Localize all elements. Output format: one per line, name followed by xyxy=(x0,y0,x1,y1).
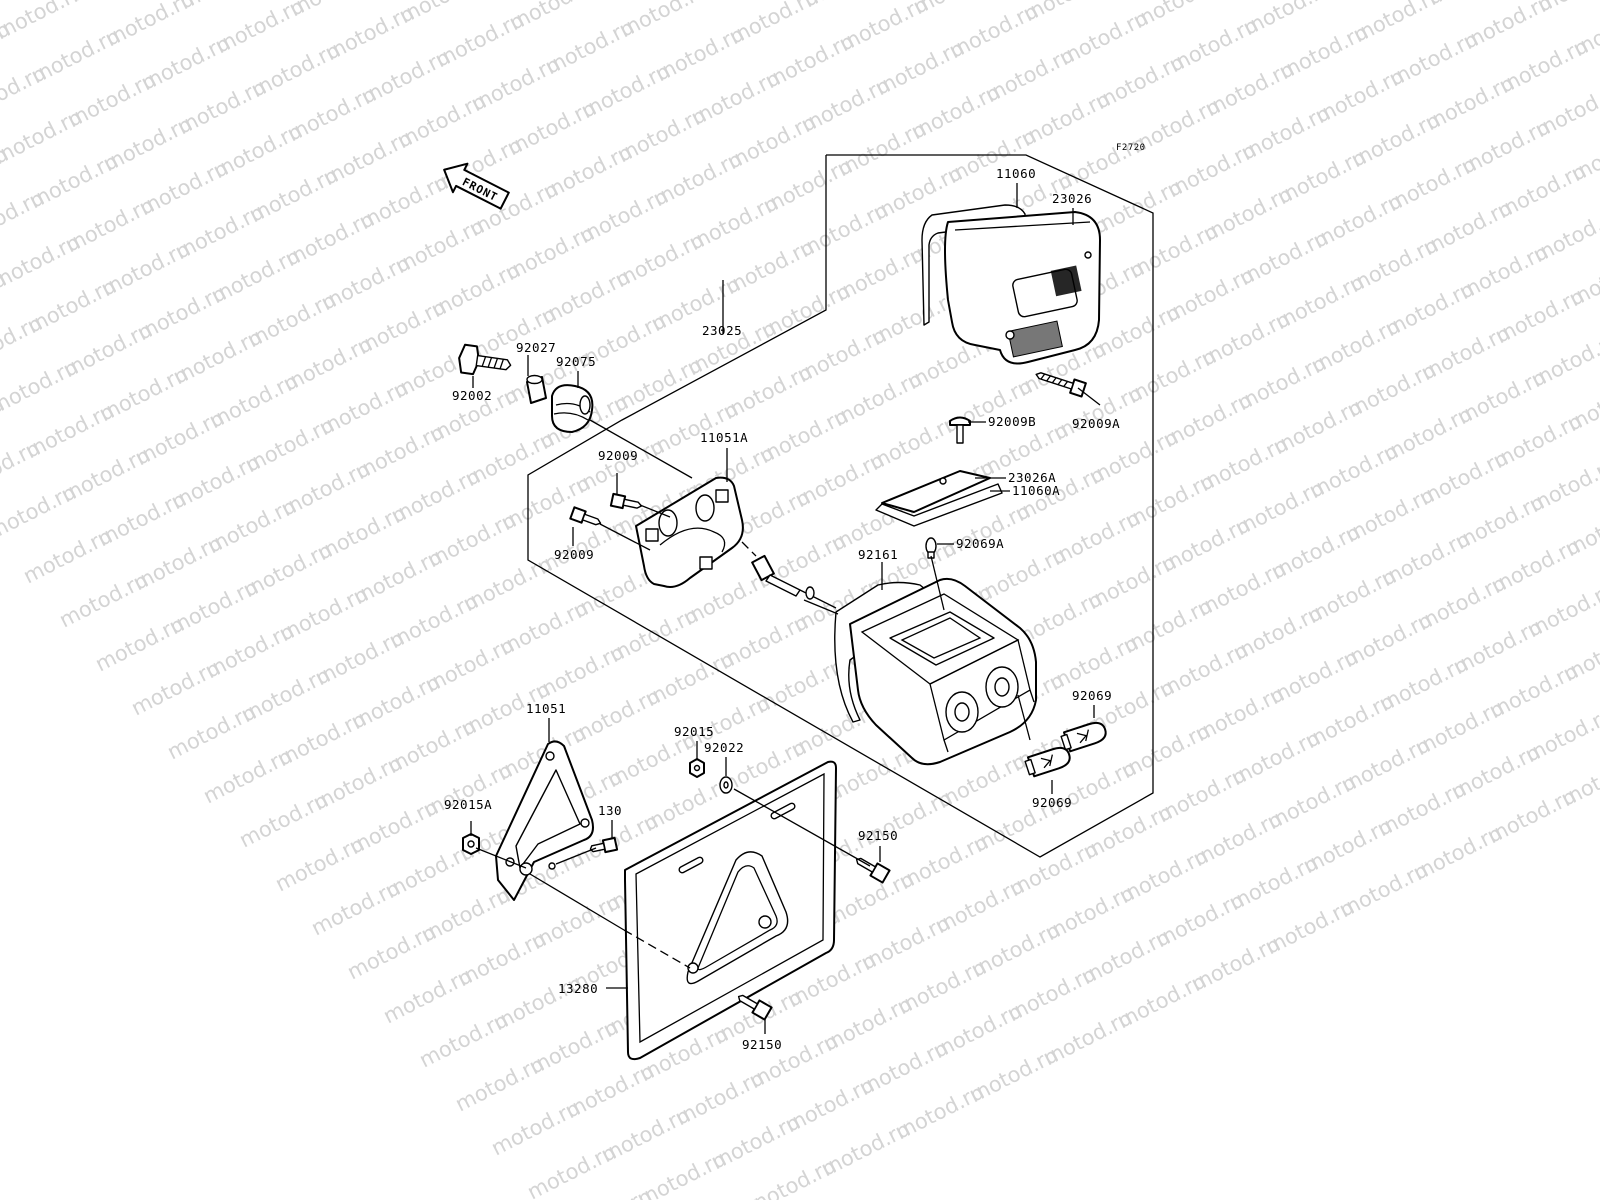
label-23026A: 23026A xyxy=(1008,470,1056,485)
label-92009-bottom: 92009 xyxy=(554,547,594,562)
label-92015A: 92015A xyxy=(444,797,492,812)
watermark-text: motod.ru xyxy=(1561,496,1600,561)
label-92069-right: 92069 xyxy=(1072,688,1112,703)
watermark-text: motod.ru xyxy=(1129,0,1226,33)
screw-92009-bottom xyxy=(569,506,602,526)
tail-lamp-housing-92161 xyxy=(834,577,1037,766)
watermark-text: motod.ru xyxy=(175,0,272,14)
label-92161: 92161 xyxy=(858,547,898,562)
watermark-text: motod.ru xyxy=(1525,452,1600,517)
watermark-text: motod.ru xyxy=(1527,327,1600,392)
bolt-92150-right xyxy=(855,857,891,884)
screw-92009B xyxy=(949,416,971,444)
lens-cover-23026 xyxy=(921,204,1101,365)
bolt-130 xyxy=(589,836,619,854)
washer-92022 xyxy=(719,776,733,794)
bolt-92150-bottom xyxy=(737,994,773,1021)
label-92002: 92002 xyxy=(452,388,492,403)
watermark-text: motod.ru xyxy=(1557,746,1600,811)
label-23025: 23025 xyxy=(702,323,742,338)
label-92075: 92075 xyxy=(556,354,596,369)
bulb-92069-right xyxy=(1060,721,1107,753)
watermark-text: motod.ru xyxy=(505,0,602,35)
label-13280: 13280 xyxy=(558,981,598,996)
watermark-text: motod.ru xyxy=(615,0,712,42)
assembly-outline-tail-lamp xyxy=(527,154,1154,858)
bracket-11051 xyxy=(495,740,594,901)
label-92009A: 92009A xyxy=(1072,416,1120,431)
bracket-11051A xyxy=(635,476,744,588)
nut-92015A xyxy=(462,833,480,855)
watermark-text: motod.ru xyxy=(1563,371,1600,436)
label-92009-top: 92009 xyxy=(598,448,638,463)
label-23026: 23026 xyxy=(1052,191,1092,206)
watermark-text: motod.ru xyxy=(1523,577,1600,642)
watermark-text: motod.ru xyxy=(1531,77,1600,142)
bulb-92069-bottom xyxy=(1024,746,1071,778)
part-labels: 11060 23026 23025 92027 92075 92002 9200… xyxy=(444,166,1120,1052)
label-92027: 92027 xyxy=(516,340,556,355)
watermark-text: motod.ru xyxy=(1521,702,1600,767)
nut-92015 xyxy=(689,758,705,778)
label-11051A: 11051A xyxy=(700,430,748,445)
watermark-text: motod.ru xyxy=(1565,246,1600,311)
watermark-text: motod.ru xyxy=(1239,0,1336,40)
watermark-text: motod.ru xyxy=(1533,0,1600,17)
label-11060A: 11060A xyxy=(1012,483,1060,498)
label-130: 130 xyxy=(598,803,622,818)
bulb-92069A xyxy=(925,537,937,559)
label-92069A: 92069A xyxy=(956,536,1004,551)
label-92150-right: 92150 xyxy=(858,828,898,843)
label-92022: 92022 xyxy=(704,740,744,755)
label-92009B: 92009B xyxy=(988,414,1036,429)
watermark-text: motod.ru xyxy=(909,0,1006,19)
grommet-92075 xyxy=(551,384,594,433)
watermark-text: motod.ru xyxy=(395,0,492,28)
watermark-text: motod.ru xyxy=(1529,202,1600,267)
label-11051: 11051 xyxy=(526,701,566,716)
screw-92009-top xyxy=(609,492,643,510)
watermark-text: motod.ru xyxy=(1567,121,1600,186)
label-92015: 92015 xyxy=(674,724,714,739)
leader-lines xyxy=(470,183,1101,1034)
label-11060: 11060 xyxy=(996,166,1036,181)
bolt-92002 xyxy=(458,343,512,376)
figure-code: F2720 xyxy=(1116,143,1146,153)
collar-92027 xyxy=(526,374,547,404)
wiring-connector xyxy=(751,554,839,615)
watermark-text: motod.ru xyxy=(1559,621,1600,686)
label-92150-bottom: 92150 xyxy=(742,1037,782,1052)
watermark-text: motod.ru xyxy=(285,0,382,21)
watermark-text: motod.ru xyxy=(1019,0,1116,26)
label-92069-bottom: 92069 xyxy=(1032,795,1072,810)
license-plate-bracket-13280 xyxy=(624,760,837,1061)
